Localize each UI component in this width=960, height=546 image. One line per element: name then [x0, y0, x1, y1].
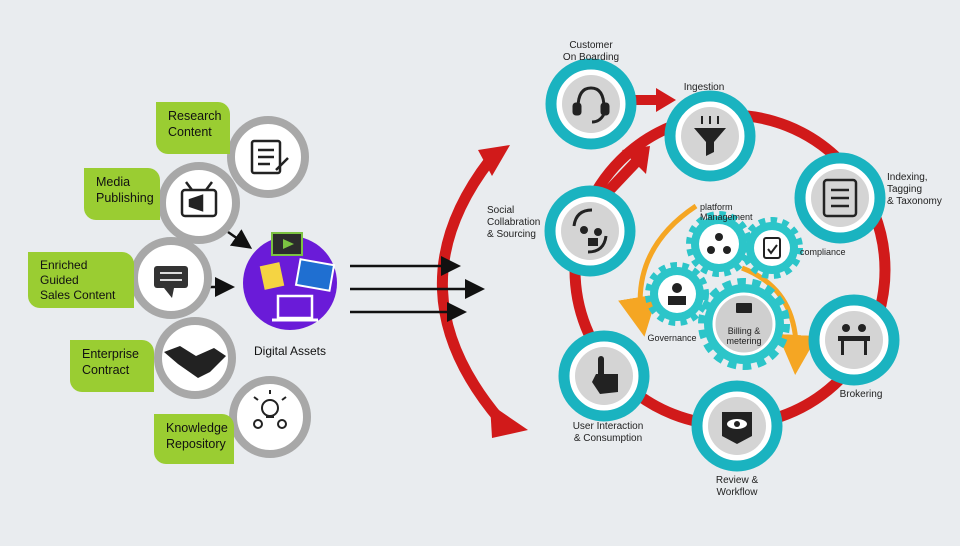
arrow-onboarding-head: [656, 88, 676, 112]
cycle-label-review: Review & Workflow: [700, 475, 774, 499]
gear-billing: [698, 278, 790, 370]
digital-assets-label: Digital Assets: [253, 344, 327, 358]
gear-label-line: Management: [700, 212, 753, 222]
orange-arrow-right: [741, 265, 818, 375]
cycle-label-onboarding: Customer On Boarding: [548, 40, 634, 64]
cycle-node-ingestion: [664, 90, 756, 182]
source-label: Contract: [82, 363, 130, 377]
cycle-node-user-interaction: [558, 330, 650, 422]
gear-compliance: [741, 217, 803, 279]
source-ring-sales: [130, 237, 212, 319]
cycle-label-line: Workflow: [716, 487, 758, 498]
orange-arrow-left: [618, 203, 698, 337]
cycle-label-line: Review &: [715, 475, 759, 486]
cycle-label-line: Brokering: [839, 389, 883, 400]
gear-label-line: platform: [700, 202, 733, 212]
chat-bubble-icon: [154, 266, 188, 298]
source-tag-contract: Enterprise Contract: [70, 340, 154, 392]
source-tag-media: Media Publishing: [84, 168, 160, 220]
source-label: Repository: [166, 437, 226, 451]
gear-governance: [645, 262, 709, 326]
source-arrow-media: [227, 229, 253, 249]
gear-label-line: compliance: [800, 247, 846, 257]
cycle-label-line: Ingestion: [683, 82, 725, 93]
network-icon: [707, 233, 731, 254]
source-tag-knowledge: Knowledge Repository: [154, 414, 234, 464]
cycle-node-brokering: [808, 294, 900, 386]
people-cycle-icon: [572, 208, 608, 254]
source-ring-knowledge: [229, 376, 311, 458]
gear-label-line: Billing &: [727, 326, 761, 336]
cycle-label-line: Social: [487, 205, 515, 216]
cycle-label-line: & Sourcing: [487, 229, 536, 240]
source-label: Media: [96, 175, 131, 189]
document-list-icon: [250, 139, 289, 175]
source-label: Knowledge: [166, 421, 228, 435]
cash-register-icon: [736, 303, 752, 313]
cycle-label-ingestion: Ingestion: [664, 82, 744, 94]
cycle-label-line: & Taxonomy: [887, 196, 942, 207]
gear-label-governance: Governance: [642, 333, 702, 343]
cycle-label-line: & Consumption: [573, 433, 643, 444]
source-ring-media: [158, 162, 240, 244]
gear-platform: [686, 211, 752, 277]
red-arc-arrowhead-top: [478, 145, 510, 176]
gear-label-billing: Billing & metering: [716, 326, 772, 346]
gear-label-line: Governance: [647, 333, 697, 343]
source-label: Publishing: [96, 191, 154, 205]
source-tag-sales: Enriched Guided Sales Content: [28, 252, 134, 308]
lightbulb-icon: [253, 390, 287, 429]
cycle-label-line: User Interaction: [572, 421, 644, 432]
cycle-label-line: On Boarding: [562, 52, 620, 63]
gear-label-platform: platform Management: [700, 202, 770, 222]
cycle-node-review: [691, 380, 783, 472]
gear-label-line: metering: [726, 336, 762, 346]
cycle-label-line: Indexing,: [887, 172, 928, 183]
gear-label-compliance: compliance: [800, 247, 860, 257]
source-tag-research: Research Content: [156, 102, 230, 154]
cycle-label-line: Collabration: [487, 217, 541, 228]
source-label: Enriched: [40, 258, 88, 272]
cycle-label-brokering: Brokering: [828, 389, 894, 401]
person-podium-icon: [668, 283, 686, 305]
source-label: Sales Content: [40, 288, 116, 302]
cycle-node-onboarding: [545, 58, 637, 150]
touch-hand-icon: [592, 356, 618, 394]
cycle-node-social: [544, 185, 636, 277]
source-label: Research: [168, 109, 222, 123]
headset-icon: [572, 86, 610, 124]
source-label: Content: [168, 125, 212, 139]
meeting-table-icon: [838, 324, 870, 355]
cycle-label-line: Tagging: [887, 184, 923, 195]
red-arc-arrowhead-bottom: [490, 404, 528, 438]
funnel-icon: [694, 116, 726, 156]
cycle-label-social: Social Collabration & Sourcing: [487, 205, 557, 241]
source-label: Guided: [40, 273, 79, 287]
cycle-label-line: Customer: [569, 40, 613, 51]
source-ring-research: [227, 116, 309, 198]
list-icon: [822, 178, 858, 218]
arrow-social-head: [622, 146, 650, 174]
cycle-label-user-interaction: User Interaction & Consumption: [556, 421, 660, 445]
digital-assets-node: [243, 232, 337, 330]
source-ring-contract: [154, 317, 236, 399]
media-laptop-icon: [259, 232, 336, 322]
clipboard-check-icon: [763, 237, 781, 259]
cycle-label-indexing: Indexing, Tagging & Taxonomy: [887, 172, 957, 208]
eye-screen-icon: [722, 412, 752, 444]
cycle-node-indexing: [794, 152, 886, 244]
tv-megaphone-icon: [180, 181, 218, 218]
handshake-icon: [164, 346, 226, 378]
source-label: Enterprise: [82, 347, 139, 361]
